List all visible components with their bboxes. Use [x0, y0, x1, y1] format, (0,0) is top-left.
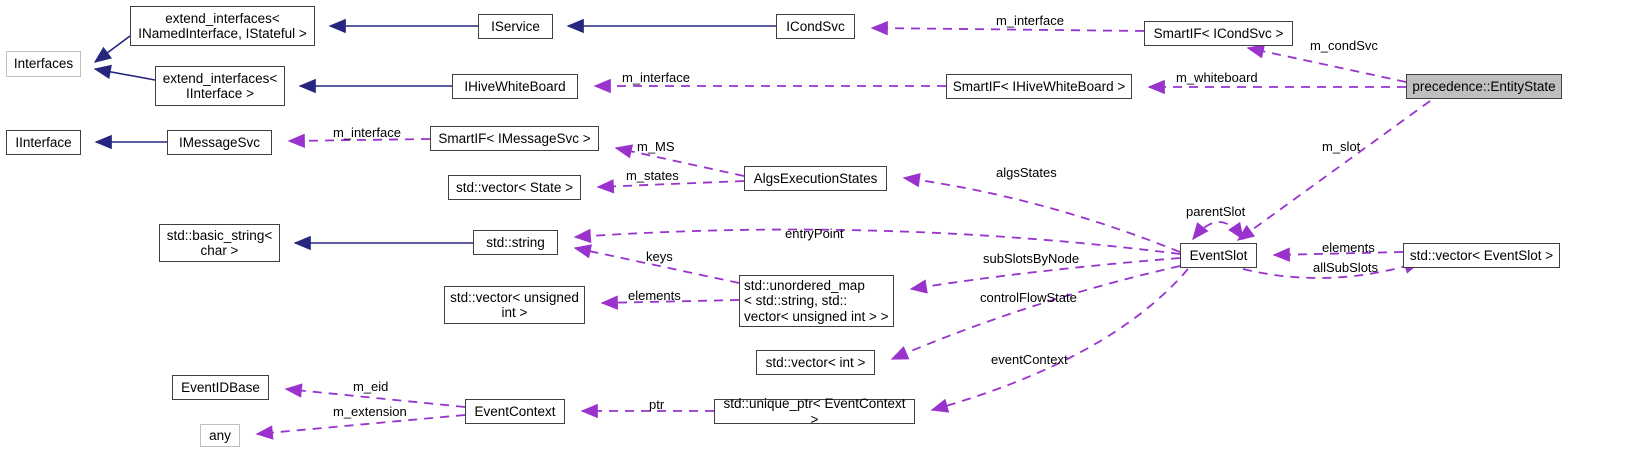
node-label: ICondSvc — [786, 18, 845, 34]
node-label: SmartIF< IMessageSvc > — [438, 130, 591, 146]
node-smartif_cond[interactable]: SmartIF< ICondSvc > — [1144, 21, 1293, 46]
edge-eventcontext-to-any — [255, 414, 466, 440]
node-label: std::basic_string<char > — [166, 227, 273, 258]
node-eventslot[interactable]: EventSlot — [1180, 243, 1257, 268]
node-label: SmartIF< IHiveWhiteBoard > — [952, 78, 1126, 94]
edge-extend_named-to-interfaces — [93, 35, 131, 63]
edge-extend_iface-to-interfaces — [93, 64, 156, 81]
edge-label-l_elements_slots: elements — [1322, 240, 1375, 255]
node-eventcontext[interactable]: EventContext — [465, 399, 565, 424]
edge-unordered_map-to-vector_uint — [600, 295, 740, 310]
node-label: EventIDBase — [181, 379, 260, 395]
node-label: IService — [491, 18, 540, 34]
edge-label-l_keys: keys — [646, 249, 673, 264]
node-label: std::vector< EventSlot > — [1409, 247, 1554, 263]
node-label: IMessageSvc — [178, 134, 261, 150]
node-std_string[interactable]: std::string — [473, 230, 558, 255]
edge-label-l_m_MS: m_MS — [637, 139, 675, 154]
edge-eventslot-to-unordered_map — [909, 257, 1181, 294]
node-unique_ptr_ctx[interactable]: std::unique_ptr< EventContext > — [714, 396, 915, 427]
edge-algsexecstates-to-vector_state — [596, 179, 745, 194]
node-imessagesvc[interactable]: IMessageSvc — [167, 130, 272, 155]
edge-label-l_m_whiteboard: m_whiteboard — [1176, 70, 1258, 85]
edge-label-l_m_interface_3: m_interface — [333, 125, 401, 140]
node-label: EventContext — [474, 403, 556, 419]
node-label: AlgsExecutionStates — [753, 170, 878, 186]
inheritance-edges — [93, 18, 776, 251]
edge-label-l_ptr: ptr — [649, 397, 665, 412]
node-label: std::vector< State > — [455, 179, 574, 195]
edge-eventslot-to-unique_ptr_ctx — [930, 268, 1189, 413]
edge-label-l_m_interface_2: m_interface — [622, 70, 690, 85]
node-vector_state[interactable]: std::vector< State > — [448, 175, 581, 200]
node-vector_eventslot[interactable]: std::vector< EventSlot > — [1403, 243, 1560, 268]
node-label: std::unordered_map< std::string, std::ve… — [744, 278, 889, 324]
node-smartif_hwb[interactable]: SmartIF< IHiveWhiteBoard > — [946, 74, 1132, 99]
node-icondsvc[interactable]: ICondSvc — [776, 14, 855, 39]
edge-label-l_controlFlowState: controlFlowState — [980, 290, 1077, 305]
edge-eventslot-to-vector_int — [890, 265, 1181, 360]
node-label: Interfaces — [13, 56, 74, 72]
edge-entitystate-to-eventslot — [1236, 100, 1431, 241]
node-label: std::string — [486, 234, 545, 250]
node-ihivewhiteboard[interactable]: IHiveWhiteBoard — [452, 74, 578, 99]
node-extend_iface[interactable]: extend_interfaces<IInterface > — [155, 66, 285, 106]
node-label: IInterface — [15, 134, 72, 150]
node-label: std::vector< int > — [765, 354, 866, 370]
edge-label-l_parentSlot: parentSlot — [1186, 204, 1246, 219]
node-smartif_msg[interactable]: SmartIF< IMessageSvc > — [430, 126, 599, 151]
node-algsexecstates[interactable]: AlgsExecutionStates — [744, 166, 887, 191]
node-interfaces[interactable]: Interfaces — [6, 51, 81, 77]
edge-smartif_cond-to-icondsvc — [870, 20, 1145, 36]
node-extend_named[interactable]: extend_interfaces<INamedInterface, IStat… — [130, 6, 315, 46]
node-label: SmartIF< ICondSvc > — [1153, 25, 1284, 41]
node-label: extend_interfaces<INamedInterface, IStat… — [138, 10, 307, 41]
node-any[interactable]: any — [200, 424, 240, 447]
node-entitystate[interactable]: precedence::EntityState — [1406, 74, 1562, 99]
node-iinterface[interactable]: IInterface — [6, 130, 81, 155]
node-unordered_map[interactable]: std::unordered_map< std::string, std::ve… — [739, 275, 894, 327]
association-edges — [255, 20, 1431, 440]
edge-smartif_msg-to-imessagesvc — [287, 133, 431, 148]
edge-label-l_m_condSvc: m_condSvc — [1310, 38, 1378, 53]
edge-label-l_m_states: m_states — [626, 168, 679, 183]
node-label: IHiveWhiteBoard — [464, 78, 566, 94]
edge-label-l_elements_map: elements — [628, 288, 681, 303]
node-label: EventSlot — [1189, 247, 1248, 263]
edge-label-l_allSubSlots: allSubSlots — [1313, 260, 1379, 275]
edge-label-l_m_slot: m_slot — [1322, 139, 1361, 154]
edge-label-l_eventContext: eventContext — [991, 352, 1068, 367]
node-label: any — [209, 427, 231, 443]
edge-label-l_m_extension: m_extension — [333, 404, 407, 419]
edge-algsexecstates-to-smartif_msg — [614, 144, 745, 177]
edge-eventslot-to-std_string — [573, 228, 1181, 255]
edge-eventcontext-to-eventidbase — [284, 383, 466, 408]
edge-vector_eventslot-to-eventslot — [1272, 247, 1404, 262]
edge-eventslot-to-vector_eventslot — [1242, 259, 1422, 279]
node-basic_string[interactable]: std::basic_string<char > — [159, 224, 280, 262]
edge-label-l_m_interface_1: m_interface — [996, 13, 1064, 28]
edge-label-l_m_eid: m_eid — [353, 379, 389, 394]
node-vector_int[interactable]: std::vector< int > — [756, 350, 875, 375]
edge-eventslot-to-algsexecstates — [902, 172, 1181, 253]
node-label: precedence::EntityState — [1412, 78, 1556, 94]
edge-label-l_subSlotsByNode: subSlotsByNode — [983, 251, 1080, 266]
edge-label-l_algsStates: algsStates — [996, 165, 1057, 180]
edge-eventslot-parentSlot-self — [1192, 221, 1244, 241]
node-label: extend_interfaces<IInterface > — [162, 70, 278, 101]
node-label: std::unique_ptr< EventContext > — [723, 396, 906, 427]
node-eventidbase[interactable]: EventIDBase — [172, 375, 269, 400]
edge-label-l_entryPoint: entryPoint — [785, 226, 844, 241]
edge-entitystate-to-smartif_cond — [1246, 44, 1407, 83]
edge-unordered_map-to-std_string — [573, 244, 740, 284]
node-iservice[interactable]: IService — [478, 14, 553, 39]
